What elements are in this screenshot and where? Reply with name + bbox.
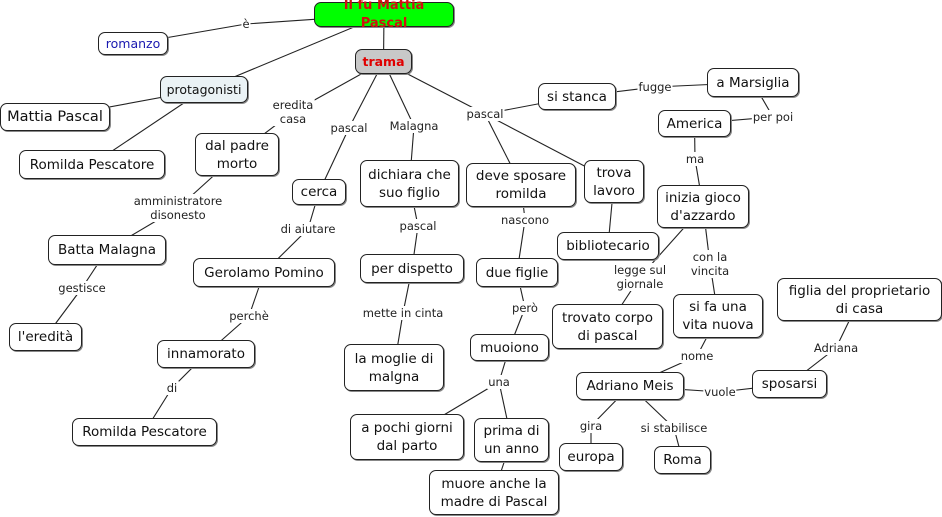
link-label-pascal: pascal: [465, 107, 505, 121]
link-label-fugge: fugge: [637, 80, 673, 94]
concept-mattia-pascal[interactable]: Mattia Pascal: [0, 103, 110, 131]
concept-muore-anche-la-madre[interactable]: muore anche la madre di Pascal: [429, 470, 559, 515]
link-label-gestisce: gestisce: [57, 281, 107, 295]
link-label-ma: ma: [684, 152, 706, 166]
concept-cerca[interactable]: cerca: [292, 179, 346, 205]
link-label-nome: nome: [679, 349, 715, 363]
concept-leredita[interactable]: l'eredità: [9, 323, 82, 351]
link-label-gira: gira: [578, 419, 604, 433]
concept-si-fa-una-vita-nuova[interactable]: si fa una vita nuova: [673, 294, 763, 338]
concept-a-marsiglia[interactable]: a Marsiglia: [707, 68, 799, 97]
concept-figlia-del-proprietario[interactable]: figlia del proprietario di casa: [777, 278, 942, 321]
link-label-pero: però: [511, 301, 539, 315]
link-label-con-la-vincita: con la vincita: [689, 250, 731, 278]
link-label-una: una: [487, 375, 511, 389]
concept-batta-malagna[interactable]: Batta Malagna: [48, 235, 166, 265]
concept-gerolamo-pomino[interactable]: Gerolamo Pomino: [193, 258, 335, 287]
link-label-eredita-casa: eredita casa: [271, 98, 315, 126]
link-label-vuole: vuole: [703, 385, 737, 399]
concept-romilda-pescatore[interactable]: Romilda Pescatore: [19, 150, 165, 179]
link-label-pascal: pascal: [398, 219, 438, 233]
concept-la-moglie-di-malgna[interactable]: la moglie di malgna: [344, 344, 444, 391]
concept-trovato-corpo-di-pascal[interactable]: trovato corpo di pascal: [552, 304, 663, 349]
concept-adriano-meis[interactable]: Adriano Meis: [576, 372, 684, 400]
concept-inizia-gioco-dazzardo[interactable]: inizia gioco d'azzardo: [657, 185, 749, 228]
link-label-per-poi: per poi: [751, 110, 795, 124]
concept-per-dispetto[interactable]: per dispetto: [360, 254, 464, 283]
link-label-si-stabilisce: si stabilisce: [639, 421, 709, 435]
link-label-adriana: Adriana: [812, 341, 860, 355]
link-label-legge-sul-giornale: legge sul giornale: [612, 263, 668, 291]
concept-deve-sposare-romilda[interactable]: deve sposare romilda: [466, 163, 576, 207]
link-label-mette-in-cinta: mette in cinta: [361, 306, 445, 320]
concept-si-stanca[interactable]: si stanca: [538, 83, 616, 110]
link-label-malagna: Malagna: [388, 119, 440, 133]
concept-trama[interactable]: trama: [355, 49, 412, 74]
link-label-amministratore-disonesto: amministratore disonesto: [132, 194, 224, 222]
concept-romilda-pescatore-2[interactable]: Romilda Pescatore: [72, 418, 217, 446]
concept-prima-di-un-anno[interactable]: prima di un anno: [474, 418, 549, 462]
concept-dichiara-che-suo-figlio[interactable]: dichiara che suo figlio: [360, 160, 459, 207]
concept-roma[interactable]: Roma: [654, 446, 711, 474]
link-label-pascal: pascal: [329, 121, 369, 135]
concept-protagonisti[interactable]: protagonisti: [160, 76, 248, 103]
concept-due-figlie[interactable]: due figlie: [476, 258, 558, 287]
link-label-di-aiutare: di aiutare: [279, 222, 337, 236]
concept-sposarsi[interactable]: sposarsi: [752, 370, 827, 398]
concept-america[interactable]: America: [658, 110, 731, 137]
link-label-e: è: [241, 17, 251, 31]
concept-europa[interactable]: europa: [559, 443, 623, 471]
link-label-di: di: [165, 381, 179, 395]
link-label-perche: perchè: [228, 309, 270, 323]
link-label-nascono: nascono: [499, 213, 551, 227]
concept-muoiono[interactable]: muoiono: [470, 334, 549, 361]
concept-romanzo[interactable]: romanzo: [98, 32, 168, 55]
concept-innamorato[interactable]: innamorato: [157, 340, 255, 368]
concept-il-fu-mattia-pascal[interactable]: Il fu Mattia Pascal: [314, 0, 454, 31]
concept-dal-padre-morto[interactable]: dal padre morto: [195, 133, 279, 176]
concept-bibliotecario[interactable]: bibliotecario: [557, 232, 659, 260]
concept-trova-lavoro[interactable]: trova lavoro: [584, 160, 644, 203]
concept-a-pochi-giorni-dal-parto[interactable]: a pochi giorni dal parto: [350, 414, 464, 460]
